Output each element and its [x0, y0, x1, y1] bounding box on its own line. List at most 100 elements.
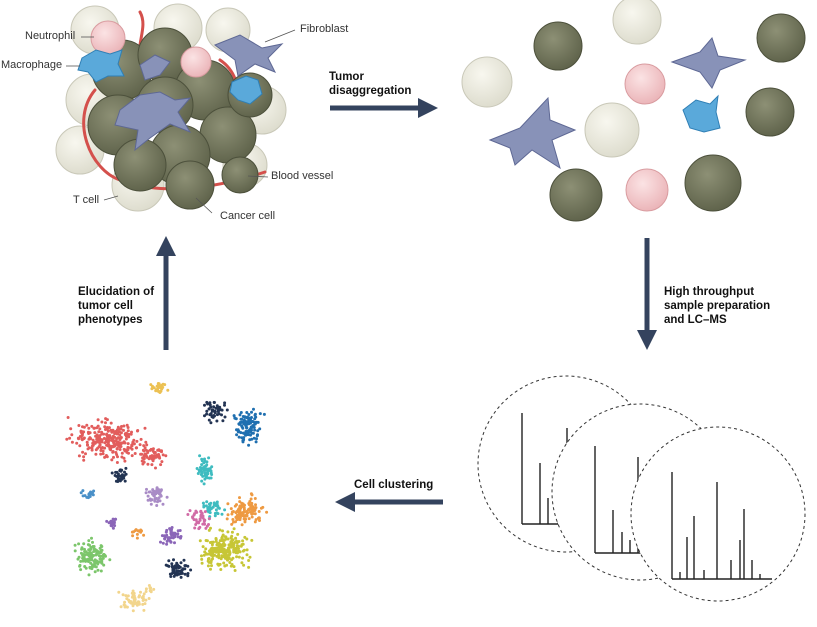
cluster-point [231, 518, 235, 521]
cluster-point [104, 454, 108, 457]
cluster-point [100, 545, 104, 548]
cluster-point [136, 429, 140, 432]
cluster-11 [201, 500, 227, 521]
cluster-point [243, 520, 247, 524]
cluster-point [250, 538, 254, 542]
cluster-point [233, 416, 237, 420]
cluster-point [235, 433, 239, 437]
cluster-point [252, 426, 256, 429]
cluster-point [105, 519, 109, 523]
cluster-point [214, 549, 218, 553]
cluster-point [160, 387, 164, 391]
cluster-point [122, 424, 126, 428]
cluster-point [142, 592, 146, 596]
cluster-point [161, 502, 165, 506]
cluster-point [119, 605, 123, 609]
cluster-point [135, 446, 139, 450]
cluster-point [113, 443, 117, 447]
cluster-point [82, 430, 86, 434]
cluster-point [186, 574, 190, 578]
cluster-18 [117, 589, 151, 613]
cluster-point [251, 431, 255, 435]
cluster-point [240, 436, 244, 440]
cluster-point [210, 540, 214, 544]
cluster-point [253, 412, 257, 416]
cluster-point [250, 437, 254, 441]
cluster-point [70, 440, 74, 444]
step-line: disaggregation [329, 85, 412, 97]
step-line: tumor cell [78, 300, 133, 312]
cluster-point [244, 424, 248, 428]
cluster-point [164, 530, 168, 534]
cluster-point [205, 463, 209, 467]
cluster-12 [225, 492, 269, 527]
cluster-point [232, 565, 236, 569]
cluster-point [129, 432, 133, 436]
cluster-point [93, 431, 97, 435]
neutrophils [90, 20, 212, 78]
cluster-point [120, 451, 124, 455]
cluster-point [250, 512, 254, 516]
cluster-point [203, 550, 207, 554]
cluster-point [237, 435, 241, 439]
cluster-point [265, 510, 269, 514]
cluster-point [207, 523, 210, 526]
cluster-point [73, 549, 77, 553]
cluster-point [171, 569, 175, 573]
cluster-point [219, 568, 223, 571]
cluster-point [101, 452, 105, 456]
cluster-point [148, 497, 152, 501]
cluster-point [205, 473, 208, 477]
cluster-point [110, 458, 114, 462]
cluster-1 [139, 443, 168, 470]
cluster-point [232, 542, 236, 546]
step-line: sample preparation [664, 300, 771, 312]
cluster-point [232, 520, 235, 524]
cluster-point [87, 539, 91, 543]
cluster-point [200, 554, 203, 558]
cluster-point [141, 602, 145, 606]
cluster-point [238, 413, 242, 417]
label-blood-vessel: Blood vessel [271, 170, 334, 182]
cluster-point [230, 540, 234, 544]
cluster-point [252, 407, 255, 411]
cluster-point [92, 559, 96, 563]
cluster-point [223, 508, 227, 512]
cluster-point [81, 425, 84, 429]
cluster-point [254, 503, 257, 507]
cluster-point [186, 572, 190, 575]
cluster-point [118, 448, 122, 451]
cluster-6 [79, 489, 96, 500]
label-leader-lines [66, 29, 296, 214]
cluster-point [220, 512, 224, 516]
cluster-point [236, 532, 240, 536]
cluster-point [142, 608, 146, 612]
cluster-point [97, 430, 101, 434]
step-line: Cell clustering [354, 479, 434, 491]
cluster-point [114, 517, 118, 521]
cluster-point [233, 569, 237, 572]
cluster-point [126, 445, 130, 449]
cluster-point [118, 445, 122, 449]
cluster-point [245, 415, 249, 419]
cluster-point [77, 555, 81, 559]
cluster-point [259, 506, 263, 510]
cluster-point [179, 561, 183, 565]
cluster-point [135, 532, 139, 536]
cluster-point [262, 412, 266, 416]
cluster-point [92, 489, 96, 493]
cluster-point [134, 528, 138, 532]
cluster-point [84, 452, 87, 456]
cluster-point [240, 561, 244, 565]
cluster-point [235, 544, 239, 548]
cluster-point [158, 391, 162, 394]
cluster-point [82, 458, 86, 462]
cluster-point [209, 412, 213, 416]
cluster-point [83, 565, 87, 568]
cluster-point [235, 555, 239, 559]
cluster-point [97, 551, 101, 555]
cluster-point [123, 470, 126, 474]
spectrum-3 [630, 426, 806, 602]
cluster-point [142, 457, 146, 461]
cell-cluster-plot [65, 382, 269, 613]
